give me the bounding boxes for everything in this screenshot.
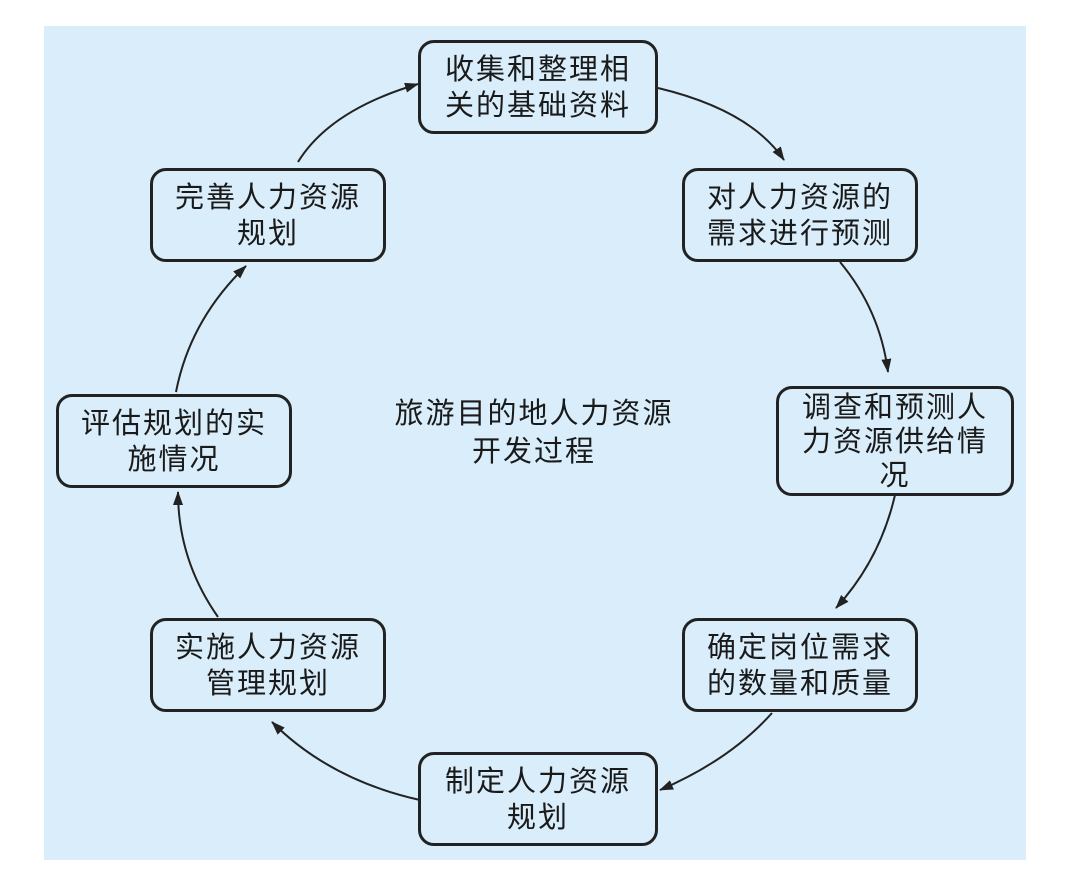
step-improve: 完善人力资源规划 bbox=[150, 168, 386, 262]
step-positions: 确定岗位需求的数量和质量 bbox=[682, 618, 918, 712]
step-collect: 收集和整理相关的基础资料 bbox=[418, 40, 658, 134]
step-demand: 对人力资源的需求进行预测 bbox=[682, 168, 918, 262]
diagram-title: 旅游目的地人力资源开发过程 bbox=[394, 396, 674, 468]
step-evaluate: 评估规划的实施情况 bbox=[56, 394, 292, 488]
step-implement: 实施人力资源管理规划 bbox=[150, 618, 386, 712]
step-supply: 调查和预测人力资源供给情况 bbox=[776, 386, 1014, 496]
step-plan: 制定人力资源规划 bbox=[418, 752, 658, 846]
